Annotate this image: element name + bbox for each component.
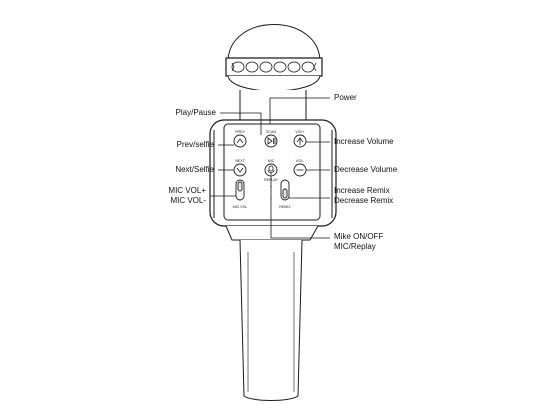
panel-label-mic: MIC [268, 159, 275, 163]
label-mic-vol-plus: MIC VOL+ [168, 186, 206, 195]
label-mic-replay: MIC/Replay [334, 242, 376, 251]
mic-handle [239, 239, 303, 401]
label-decrease-volume: Decrease Volume [334, 165, 398, 174]
next-button[interactable] [233, 163, 247, 177]
label-next-selfie: Next/Selfie [175, 165, 214, 174]
mic-head-lower [227, 75, 321, 92]
panel-label-vol-plus: VOL+ [295, 130, 304, 134]
label-decrease-remix: Decrease Remix [334, 196, 394, 205]
panel-label-mic-vol: MIC VOL [233, 205, 248, 209]
label-mike-on-off: Mike ON/OFF [334, 232, 384, 241]
mic-neck [239, 90, 307, 121]
leader-play-pause [220, 112, 262, 135]
prev-button[interactable] [233, 134, 247, 148]
panel-label-scan: SCAN [266, 130, 276, 134]
label-prev-selfie: Prev/selfie [176, 140, 214, 149]
panel-label-remix: REMIX [279, 205, 291, 209]
label-play-pause: Play/Pause [175, 108, 216, 117]
label-increase-remix: Increase Remix [334, 186, 390, 195]
leader-power [269, 97, 330, 124]
label-power: Power [334, 93, 357, 102]
volume-up-icon [296, 137, 304, 145]
chevron-down-icon [236, 167, 244, 173]
panel-label-next: NEXT [235, 159, 245, 163]
leader-mike [270, 176, 330, 239]
chevron-up-icon [236, 138, 244, 144]
play-pause-icon [267, 137, 276, 145]
label-mic-vol-minus: MIC VOL- [170, 196, 206, 205]
panel-label-prev: PREV [235, 130, 245, 134]
panel-label-vol-minus: VOL- [296, 159, 305, 163]
ring-pattern [231, 61, 317, 73]
label-increase-volume: Increase Volume [334, 137, 394, 146]
microphone-icon [267, 165, 275, 175]
